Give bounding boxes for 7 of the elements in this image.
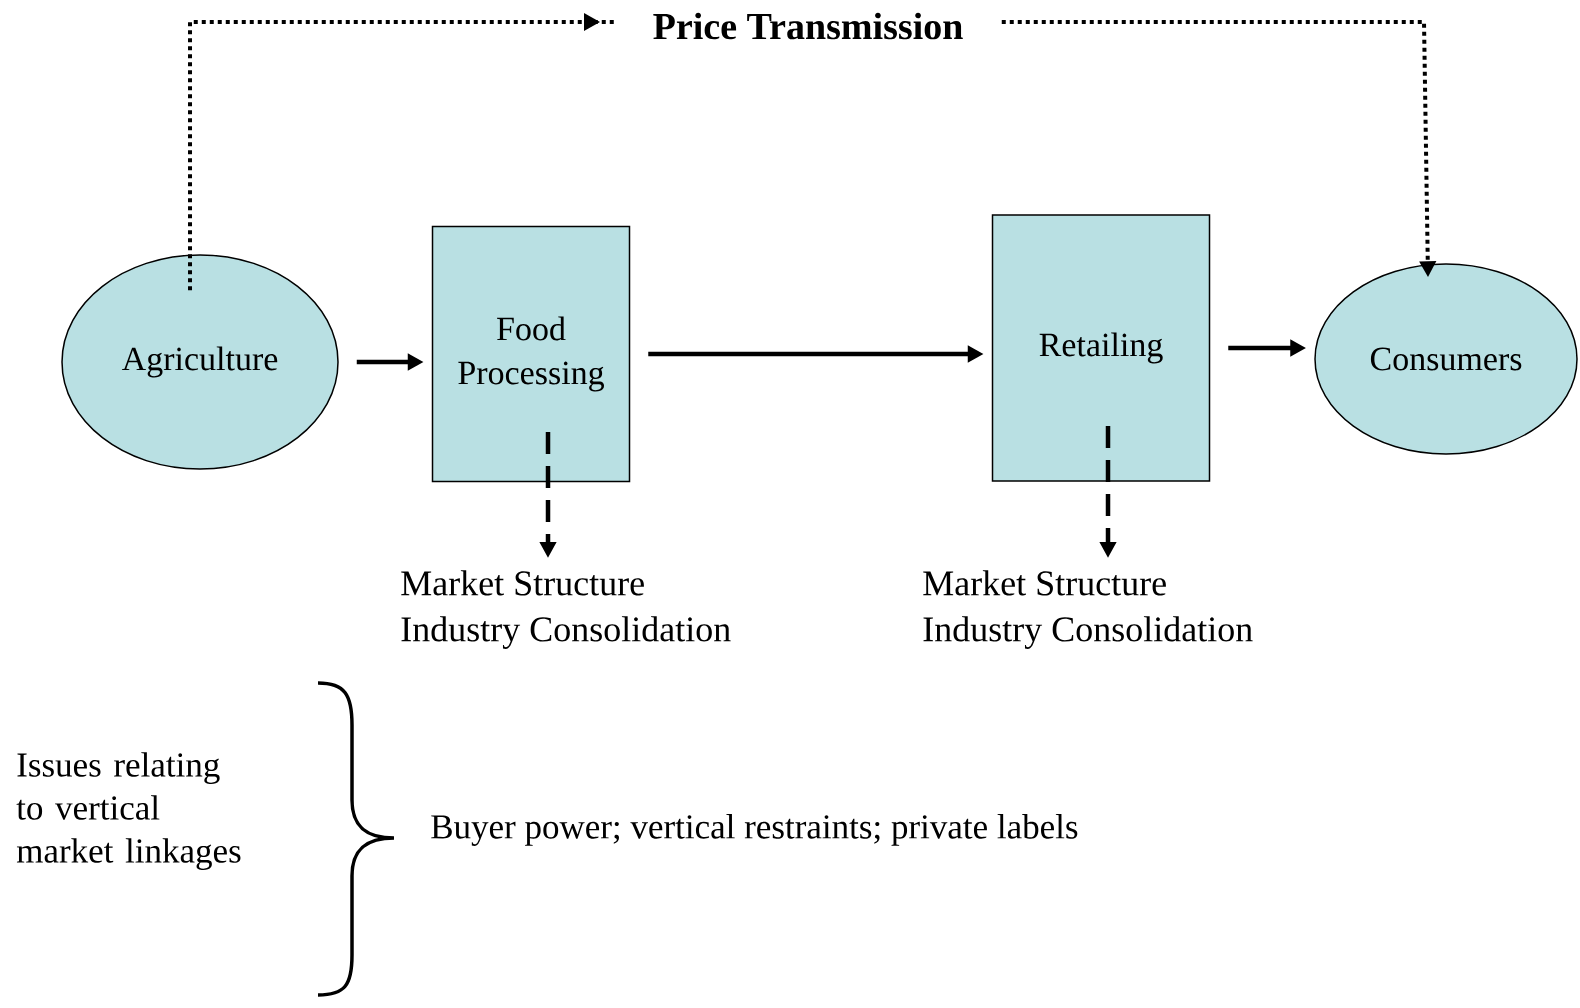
stage-box: Retailing	[991, 214, 1211, 482]
outcome-text: Market Structure Industry Consolidation	[401, 570, 731, 649]
outcome-text: Market Structure Industry Consolidation	[923, 570, 1253, 649]
issue-heading: Issues relating to vertical market linkages	[16, 752, 241, 871]
issue-list: Buyer power; vertical restraints; private labels	[431, 814, 1078, 846]
stage-box: Food Processing	[431, 225, 631, 483]
edge-label: Price Transmission	[616, 6, 1000, 46]
